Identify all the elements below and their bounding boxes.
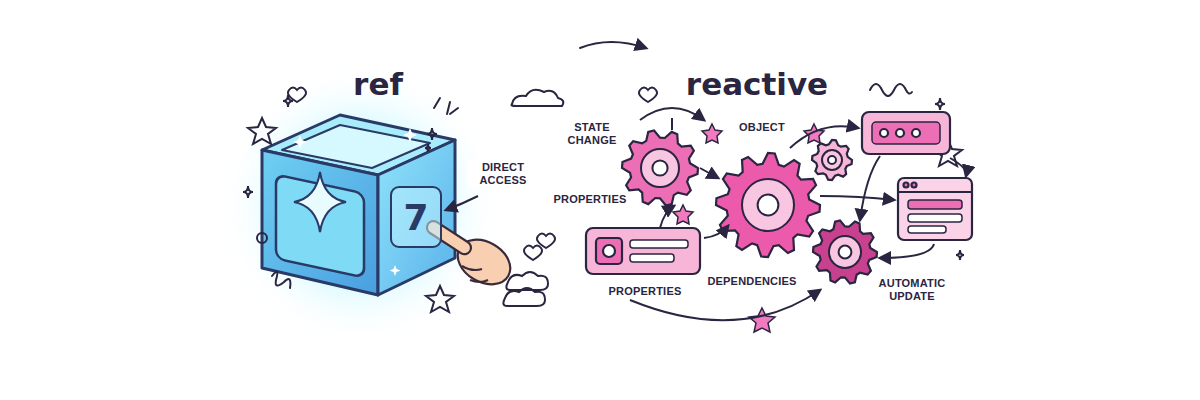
gears xyxy=(622,130,877,283)
gear-body xyxy=(716,153,820,257)
doodles-left xyxy=(426,286,454,312)
doodles-left xyxy=(288,88,306,103)
doodles-left xyxy=(283,95,293,107)
property-card xyxy=(596,238,622,264)
doodles-right xyxy=(870,84,912,96)
ui-window xyxy=(912,183,917,188)
doodles-left xyxy=(248,118,276,144)
gear xyxy=(812,140,852,180)
ui-window xyxy=(898,191,972,193)
cube-star xyxy=(294,172,346,232)
ui-card-top xyxy=(862,112,950,154)
flow-arrows xyxy=(860,156,880,220)
leader-arrow xyxy=(446,196,478,210)
gear xyxy=(716,153,820,257)
doodles-left xyxy=(243,186,253,198)
gear-hub xyxy=(829,236,861,268)
flow-arrows xyxy=(700,168,718,178)
ui-card-top xyxy=(912,129,920,137)
doodles-left xyxy=(257,233,267,243)
gear-hub xyxy=(822,150,842,170)
callout-label: STATE CHANGE xyxy=(559,120,625,148)
flow-arrows xyxy=(704,226,728,238)
ui-card-top xyxy=(880,129,888,137)
pink-stars xyxy=(673,205,693,224)
ui-window xyxy=(908,214,962,222)
doodles-right xyxy=(506,42,964,290)
callout-label: DEPENDENCIES xyxy=(704,274,799,289)
cube xyxy=(262,150,378,295)
doodles-right xyxy=(537,234,555,249)
ui-card-top xyxy=(862,112,950,154)
callout-label: AUTOMATIC UPDATE xyxy=(869,276,955,304)
gear-axle xyxy=(652,160,667,175)
cube-face-panel: 7 xyxy=(390,186,442,248)
doodles-right xyxy=(580,42,646,48)
ui-window xyxy=(898,178,972,240)
gear-body xyxy=(622,130,698,205)
doodles-left xyxy=(427,128,437,140)
cube-glow xyxy=(220,65,500,345)
doodles-right xyxy=(512,90,564,106)
doodles-right xyxy=(639,88,657,103)
ui-window xyxy=(898,178,972,240)
ui-window xyxy=(904,183,909,188)
property-card xyxy=(586,228,700,274)
gear-axle xyxy=(839,246,852,259)
flow-arrows xyxy=(950,158,966,176)
flow-arrows xyxy=(880,244,934,258)
doodles-right xyxy=(956,250,964,260)
callout-label: PROPERTIES xyxy=(606,284,685,299)
callout-label: OBJECT xyxy=(736,120,788,135)
gear-hub xyxy=(742,179,794,231)
ui-window xyxy=(908,200,962,209)
pointing-hand xyxy=(462,266,482,270)
sparkles xyxy=(390,265,401,276)
pink-stars xyxy=(749,308,775,332)
cube xyxy=(378,140,455,295)
pink-stars xyxy=(702,124,722,143)
property-card xyxy=(630,254,674,262)
flow-arrows xyxy=(660,206,674,228)
callout-label: PROPERTIES xyxy=(551,192,630,207)
property-card xyxy=(603,245,615,257)
gear-axle xyxy=(828,156,836,164)
doodles-left xyxy=(425,144,431,152)
doodles-left xyxy=(243,88,545,313)
pointing-hand xyxy=(470,280,488,282)
cube xyxy=(262,115,455,295)
flow-arrows xyxy=(790,126,858,148)
sparkles xyxy=(403,128,417,142)
doodles-left xyxy=(524,246,542,261)
gear-axle xyxy=(758,195,779,216)
doodles-right xyxy=(935,98,945,110)
doodles-left xyxy=(434,98,458,114)
pink-stars xyxy=(804,124,824,143)
section-title: ref xyxy=(353,66,403,103)
property-card xyxy=(630,240,688,248)
ui-card-top xyxy=(872,122,940,144)
callout-label: DIRECT ACCESS xyxy=(467,160,539,188)
ui-window xyxy=(908,226,946,233)
doodles-right xyxy=(506,272,548,290)
ui-card-top xyxy=(896,129,904,137)
sparkles xyxy=(293,135,307,149)
gear xyxy=(622,130,698,205)
flow-arrows xyxy=(820,196,894,200)
property-card xyxy=(586,228,700,274)
flow-arrows xyxy=(671,118,673,130)
gear-body xyxy=(813,220,877,283)
value-number: 7 xyxy=(403,197,428,238)
gear-body xyxy=(812,140,852,180)
gear-hub xyxy=(641,149,679,187)
gear xyxy=(813,220,877,283)
section-title: reactive xyxy=(686,66,828,103)
doodles-left xyxy=(272,272,290,288)
